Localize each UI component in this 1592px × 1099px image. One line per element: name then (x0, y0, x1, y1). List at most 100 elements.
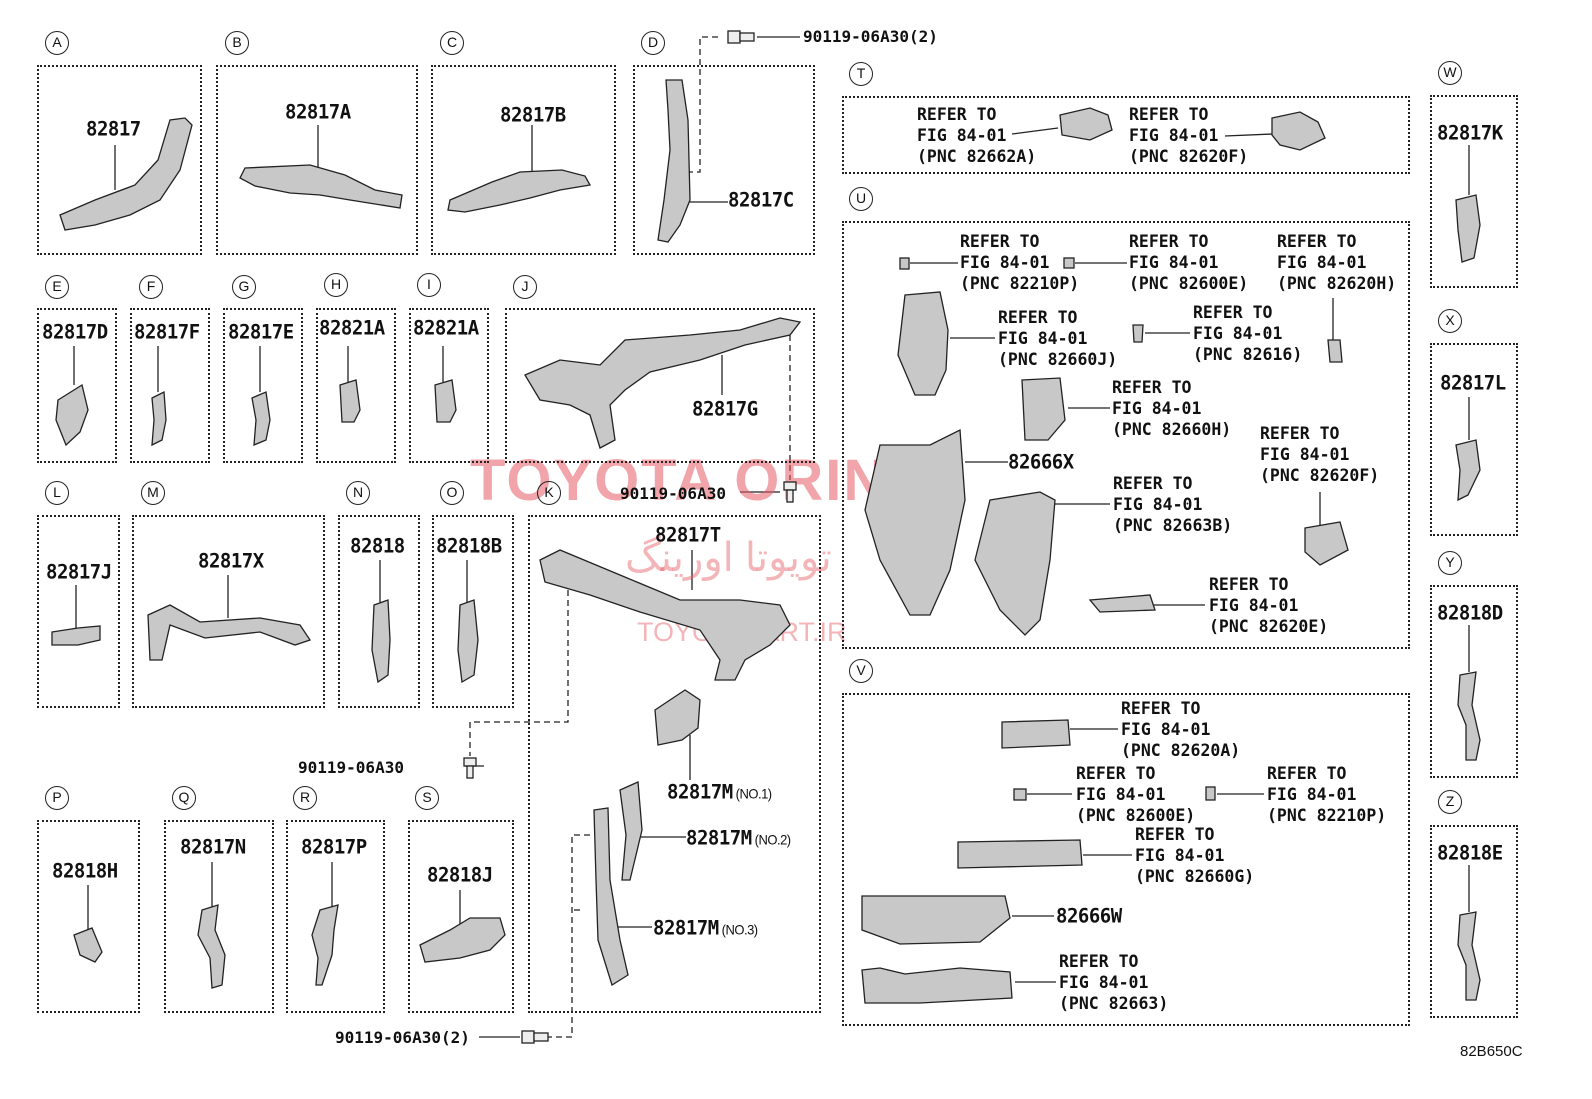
part-82817X (147, 604, 312, 661)
part-u2 (1063, 257, 1075, 269)
panel-R (286, 820, 385, 1013)
part-v2 (1013, 788, 1027, 801)
refer-line2: FIG 84-01 (1135, 846, 1225, 865)
panel-label-Q: Q (172, 786, 196, 810)
part-label-82666X: 82666X (1008, 450, 1074, 474)
panel-I (409, 308, 489, 463)
panel-label-V: V (849, 659, 873, 683)
panel-label-J: J (513, 275, 537, 299)
part-82817C (657, 79, 691, 243)
part-label-82817: 82817 (86, 117, 141, 141)
refer-line1: REFER TO (1267, 764, 1347, 783)
panel-P (37, 820, 140, 1013)
part-u3 (1327, 339, 1343, 363)
refer-pnc: (PNC 82660G) (1135, 867, 1255, 886)
refer-line1: REFER TO (1113, 474, 1193, 493)
part-82817D (55, 383, 89, 447)
refer-line1: REFER TO (1260, 424, 1340, 443)
part-label-82817M-3: 82817M(NO.3) (653, 916, 758, 939)
refer-line2: FIG 84-01 (1076, 785, 1166, 804)
refer-pnc: (PNC 82620F) (1129, 147, 1249, 166)
part-label-82817K: 82817K (1437, 121, 1503, 145)
part-82666W (861, 895, 1011, 945)
refer-pnc: (PNC 82660H) (1112, 420, 1232, 439)
panel-label-W: W (1438, 61, 1462, 85)
refer-line1: REFER TO (1059, 952, 1139, 971)
panel-V (842, 693, 1410, 1026)
panel-label-D: D (641, 31, 665, 55)
part-label-82821A-H: 82821A (319, 316, 385, 340)
part-label-82817D: 82817D (42, 320, 108, 344)
refer-v3: REFER TO FIG 84-01 (PNC 82210P) (1267, 763, 1386, 826)
refer-line2: FIG 84-01 (1129, 126, 1219, 145)
panel-Q (164, 820, 274, 1013)
panel-C (431, 65, 616, 255)
panel-X (1430, 343, 1518, 536)
part-label-82818D: 82818D (1437, 601, 1503, 625)
part-label-82666W: 82666W (1056, 904, 1122, 928)
part-v4 (957, 839, 1083, 869)
fastener-label-bottom: 90119-06A30(2) (335, 1028, 470, 1047)
panel-label-O: O (440, 481, 464, 505)
part-82817K (1455, 194, 1481, 263)
part-82817P (311, 904, 339, 986)
part-label-82818H: 82818H (52, 859, 118, 883)
refer-line1: REFER TO (917, 105, 997, 124)
part-suffix: (NO.2) (754, 831, 792, 848)
part-label-82818: 82818 (350, 534, 405, 558)
part-label-82817A: 82817A (285, 100, 351, 124)
part-label-82817C: 82817C (728, 188, 794, 212)
refer-line2: FIG 84-01 (1129, 253, 1219, 272)
panel-label-K: K (537, 481, 561, 505)
panel-label-P: P (45, 786, 69, 810)
panel-K (528, 515, 821, 1013)
part-suffix: (NO.3) (721, 921, 759, 938)
part-label-82817P: 82817P (301, 835, 367, 859)
refer-line2: FIG 84-01 (1113, 495, 1203, 514)
panel-label-Z: Z (1438, 790, 1462, 814)
refer-line1: REFER TO (1129, 105, 1209, 124)
panel-label-S: S (415, 786, 439, 810)
panel-J (505, 308, 815, 463)
part-v1 (1001, 719, 1071, 749)
part-u9 (1304, 521, 1349, 566)
part-label-82817E: 82817E (228, 320, 294, 344)
part-82817T (539, 549, 791, 681)
refer-line2: FIG 84-01 (1193, 324, 1283, 343)
refer-line2: FIG 84-01 (1267, 785, 1357, 804)
part-82818H (73, 927, 103, 963)
bolt-icon-j (783, 481, 797, 503)
part-label-82817N: 82817N (180, 835, 246, 859)
fastener-label-k: 90119-06A30 (298, 758, 404, 777)
diagram-code: 82B650C (1460, 1043, 1523, 1060)
panel-label-I: I (417, 273, 441, 297)
panel-label-R: R (293, 786, 317, 810)
part-u6 (1021, 377, 1066, 441)
refer-line2: FIG 84-01 (1209, 596, 1299, 615)
part-82666X (864, 428, 966, 616)
refer-pnc: (PNC 82600E) (1076, 806, 1196, 825)
part-label-82817L: 82817L (1440, 371, 1506, 395)
part-u8 (974, 491, 1056, 636)
refer-pnc: (PNC 82210P) (960, 274, 1080, 293)
part-82821A-H (339, 379, 361, 423)
panel-H (316, 308, 396, 463)
refer-line2: FIG 84-01 (917, 126, 1007, 145)
panel-L (37, 515, 120, 708)
panel-Z (1430, 825, 1518, 1018)
refer-pnc: (PNC 82210P) (1267, 806, 1387, 825)
part-82817A (239, 164, 403, 209)
part-82817L (1455, 439, 1481, 502)
part-label-82817J: 82817J (46, 560, 112, 584)
panel-label-F: F (139, 275, 163, 299)
